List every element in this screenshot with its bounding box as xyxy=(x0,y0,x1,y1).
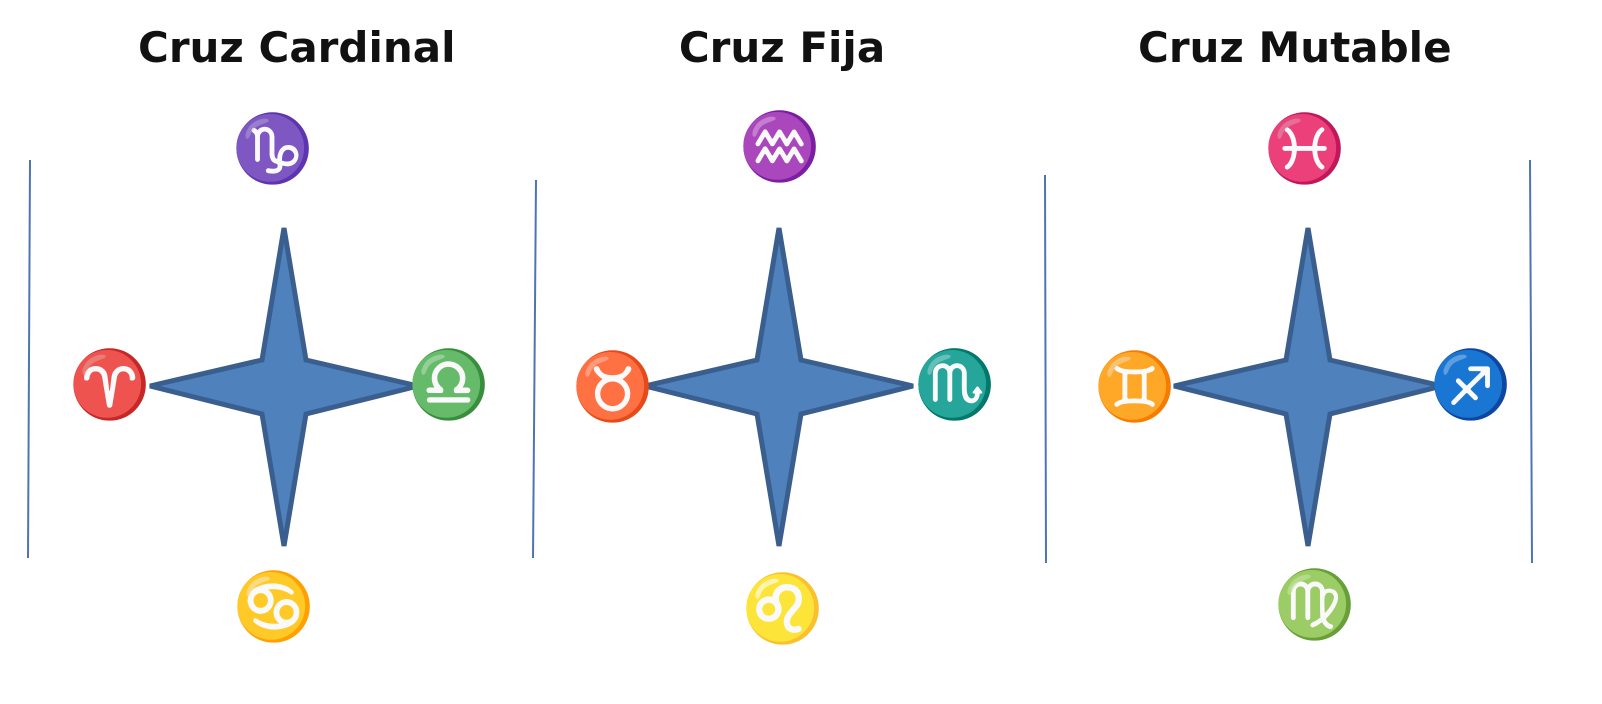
four-point-star xyxy=(149,227,419,547)
cross-title: Cruz Cardinal xyxy=(138,23,456,72)
divider-line xyxy=(1529,159,1533,564)
four-point-star xyxy=(644,227,914,547)
star-shape xyxy=(1173,227,1443,547)
taurus-icon: ♉ xyxy=(571,348,655,425)
gemini-icon: ♊ xyxy=(1093,348,1177,425)
capricorn-icon: ♑ xyxy=(231,110,315,187)
divider-line xyxy=(1044,174,1047,564)
star-shape xyxy=(149,227,419,547)
cross-title: Cruz Fija xyxy=(678,23,886,72)
virgo-icon: ♍ xyxy=(1273,566,1357,643)
aries-icon: ♈ xyxy=(68,346,152,423)
cancer-icon: ♋ xyxy=(232,568,316,645)
divider-line xyxy=(27,159,31,559)
pisces-icon: ♓ xyxy=(1263,110,1347,187)
aquarius-icon: ♒ xyxy=(738,108,822,185)
cross-title: Cruz Mutable xyxy=(1138,23,1452,72)
divider-line xyxy=(532,179,537,559)
scorpio-icon: ♏ xyxy=(913,346,997,423)
sagittarius-icon: ♐ xyxy=(1429,346,1513,423)
leo-icon: ♌ xyxy=(741,570,825,647)
four-point-star xyxy=(1173,227,1443,547)
star-shape xyxy=(644,227,914,547)
libra-icon: ♎ xyxy=(407,346,491,423)
